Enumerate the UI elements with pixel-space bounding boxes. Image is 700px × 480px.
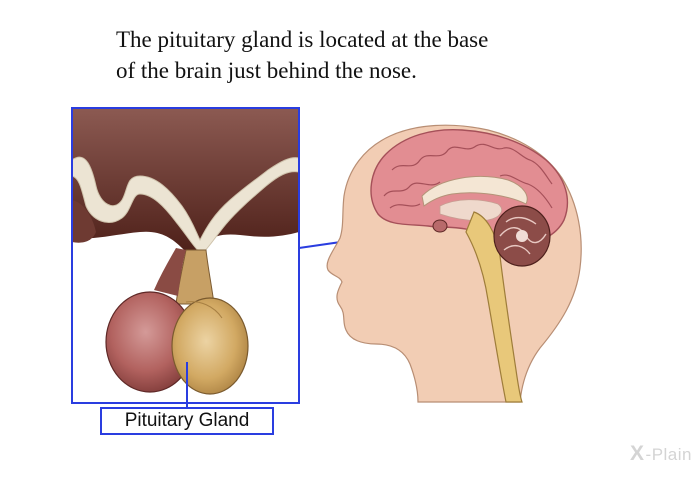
- brain-tissue: [72, 108, 299, 253]
- cerebellum: [493, 205, 551, 267]
- caption-line-1: The pituitary gland is located at the ba…: [116, 27, 489, 52]
- pituitary-gland-label: Pituitary Gland: [100, 407, 274, 435]
- zoom-frame: [71, 107, 300, 404]
- brand-name: -Plain: [645, 445, 692, 464]
- posterior-lobe: [171, 297, 249, 395]
- membrane: [72, 156, 299, 255]
- caption-line-2: of the brain just behind the nose.: [116, 58, 417, 83]
- pituitary-location-marker: [432, 219, 448, 233]
- zoom-panel: [72, 108, 299, 403]
- spinal-cord: [465, 211, 523, 403]
- brand-mark: X: [630, 442, 645, 465]
- brain: [370, 129, 569, 403]
- brand-logo: X-Plain: [630, 442, 692, 466]
- diagram-caption: The pituitary gland is located at the ba…: [116, 24, 586, 86]
